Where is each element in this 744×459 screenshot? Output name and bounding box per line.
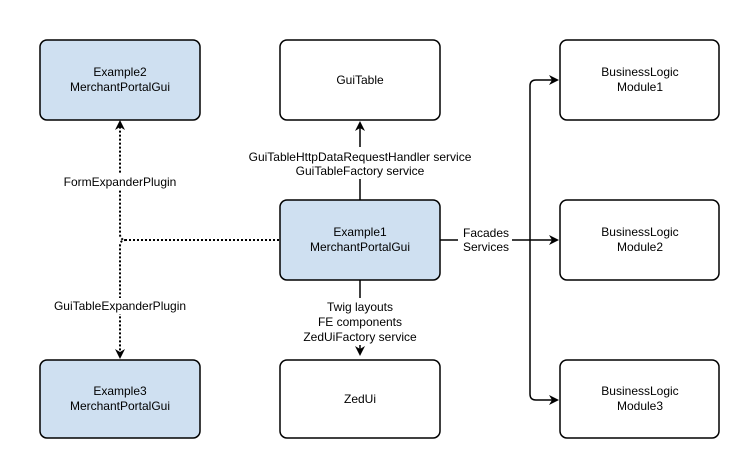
edge-label-guitable-expander: GuiTableExpanderPlugin: [54, 299, 186, 313]
node-example2-line1: Example2: [93, 65, 147, 79]
node-example2: Example2 MerchantPortalGui: [39, 39, 201, 121]
edge-label-form-expander: FormExpanderPlugin: [64, 175, 177, 189]
node-zedui: ZedUi: [279, 359, 441, 439]
node-guitable: GuiTable: [279, 39, 441, 121]
node-module3: BusinessLogic Module3: [559, 359, 720, 439]
edge-label-guitable-line1: GuiTableHttpDataRequestHandler service: [249, 150, 472, 164]
edge-label-zedui-line3: ZedUiFactory service: [303, 330, 417, 344]
edge-label-zedui-line1: Twig layouts: [327, 300, 393, 314]
node-module3-line1: BusinessLogic: [601, 384, 678, 398]
node-example1-line2: MerchantPortalGui: [310, 240, 410, 254]
node-zedui-label: ZedUi: [344, 392, 376, 406]
label-bg-to-example3: [50, 298, 190, 314]
node-module1-line1: BusinessLogic: [601, 65, 678, 79]
edge-label-services: Services: [463, 240, 509, 254]
label-bg-to-guitable: [246, 147, 474, 179]
edge-to-module1: [529, 75, 559, 240]
node-guitable-label: GuiTable: [336, 73, 384, 87]
node-module2: BusinessLogic Module2: [559, 199, 720, 281]
node-example3-line2: MerchantPortalGui: [70, 399, 170, 413]
node-example3-line1: Example3: [93, 384, 147, 398]
node-example1: Example1 MerchantPortalGui: [279, 199, 441, 281]
label-bg-to-example2: [58, 174, 182, 190]
node-module2-line2: Module2: [617, 240, 663, 254]
edge-to-module3: [529, 240, 559, 405]
node-module2-line1: BusinessLogic: [601, 225, 678, 239]
edge-trunk-to-example3: [115, 239, 127, 359]
node-example1-line1: Example1: [333, 225, 387, 239]
edge-label-zedui-line2: FE components: [318, 315, 402, 329]
label-bg-to-zedui: [300, 298, 422, 345]
edge-label-facades: Facades: [463, 226, 509, 240]
label-bg-to-modules: [458, 224, 512, 256]
node-example3: Example3 MerchantPortalGui: [39, 359, 201, 439]
node-module1: BusinessLogic Module1: [559, 39, 720, 121]
node-module3-line2: Module3: [617, 399, 663, 413]
edge-label-guitable-line2: GuiTableFactory service: [296, 164, 425, 178]
node-example2-line2: MerchantPortalGui: [70, 80, 170, 94]
node-module1-line2: Module1: [617, 80, 663, 94]
